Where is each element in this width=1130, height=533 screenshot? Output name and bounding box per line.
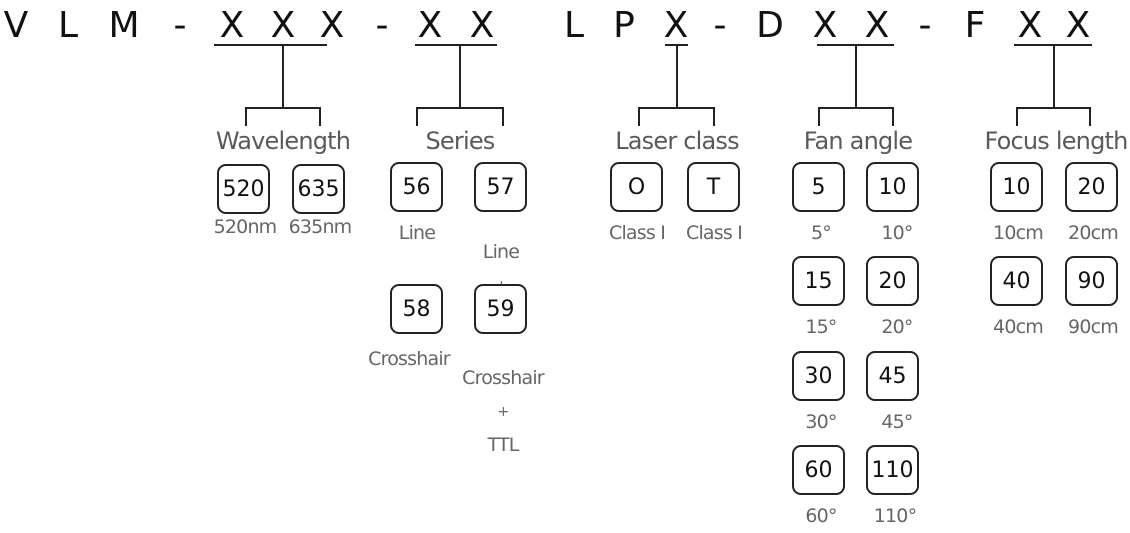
option-box: O xyxy=(610,162,663,212)
code-char-l: L xyxy=(57,5,79,46)
code-char-p: P xyxy=(613,5,635,46)
code-char-f: F xyxy=(964,5,986,46)
code-dash: - xyxy=(173,5,187,46)
option-box: 10 xyxy=(990,162,1043,212)
option-box: T xyxy=(687,162,740,212)
group-title: Laser class xyxy=(615,127,739,155)
option-box: 20 xyxy=(866,256,919,306)
option-desc: 20° xyxy=(881,316,913,338)
option-desc: 90cm xyxy=(1068,316,1119,338)
code-placeholder: X xyxy=(1017,5,1043,46)
option-desc: 60° xyxy=(805,505,837,527)
option-box: 5 xyxy=(792,162,845,212)
bracket-series xyxy=(416,107,504,126)
option-desc: 110° xyxy=(873,505,917,527)
code-placeholder: X xyxy=(319,5,345,46)
option-box: 60 xyxy=(792,445,845,495)
option-desc: 10° xyxy=(881,222,913,244)
option-desc-multiline: Crosshair + TTL xyxy=(448,350,558,474)
option-desc: 10cm xyxy=(993,222,1044,244)
option-box: 59 xyxy=(474,284,527,334)
option-box: 56 xyxy=(390,162,443,212)
group-title: Focus length xyxy=(984,127,1128,155)
option-desc-line: TTL xyxy=(487,434,519,456)
bracket-laser-class xyxy=(638,107,715,126)
code-char-l: L xyxy=(563,5,585,46)
group-title: Fan angle xyxy=(803,127,913,155)
bracket-fan-angle xyxy=(818,107,894,126)
bracket-wavelength xyxy=(245,107,321,126)
code-placeholder: X xyxy=(864,5,890,46)
option-box: 40 xyxy=(990,256,1043,306)
option-desc: 40cm xyxy=(993,316,1044,338)
code-dash: - xyxy=(918,5,932,46)
group-title: Series xyxy=(425,127,495,155)
option-box: 520 xyxy=(217,164,270,214)
code-placeholder: X xyxy=(417,5,443,46)
code-dash: - xyxy=(713,5,727,46)
option-desc: 30° xyxy=(805,411,837,433)
option-box: 90 xyxy=(1065,256,1118,306)
option-box: 110 xyxy=(866,445,919,495)
code-placeholder: X xyxy=(270,5,296,46)
option-desc: 5° xyxy=(811,222,832,244)
code-placeholder: X xyxy=(812,5,838,46)
code-placeholder: X xyxy=(219,5,245,46)
option-box: 45 xyxy=(866,351,919,401)
option-desc: 520nm xyxy=(213,216,278,238)
option-desc: Line xyxy=(398,222,436,244)
option-box: 15 xyxy=(792,256,845,306)
plus-sign: + xyxy=(497,404,510,420)
option-desc: 45° xyxy=(881,411,913,433)
option-box: 20 xyxy=(1065,162,1118,212)
option-desc: 635nm xyxy=(288,216,353,238)
group-title: Wavelength xyxy=(215,127,351,155)
option-box: 58 xyxy=(390,284,443,334)
option-desc: 20cm xyxy=(1068,222,1119,244)
option-box: 10 xyxy=(866,162,919,212)
option-box: 30 xyxy=(792,351,845,401)
code-char-v: V xyxy=(3,5,29,46)
code-char-m: M xyxy=(108,5,140,46)
code-dash: - xyxy=(375,5,389,46)
code-placeholder: X xyxy=(469,5,495,46)
option-desc: 15° xyxy=(805,316,837,338)
option-desc: Class I xyxy=(685,222,743,244)
option-desc-line: Line xyxy=(482,241,520,263)
option-desc: Class I xyxy=(608,222,666,244)
bracket-focus-length xyxy=(1016,107,1091,126)
option-box: 635 xyxy=(292,164,345,214)
option-desc: Crosshair xyxy=(368,348,450,370)
option-box: 57 xyxy=(474,162,527,212)
code-placeholder: X xyxy=(1065,5,1091,46)
code-char-d: D xyxy=(756,5,784,46)
code-placeholder: X xyxy=(663,5,689,46)
option-desc-line: Crosshair xyxy=(462,367,544,389)
